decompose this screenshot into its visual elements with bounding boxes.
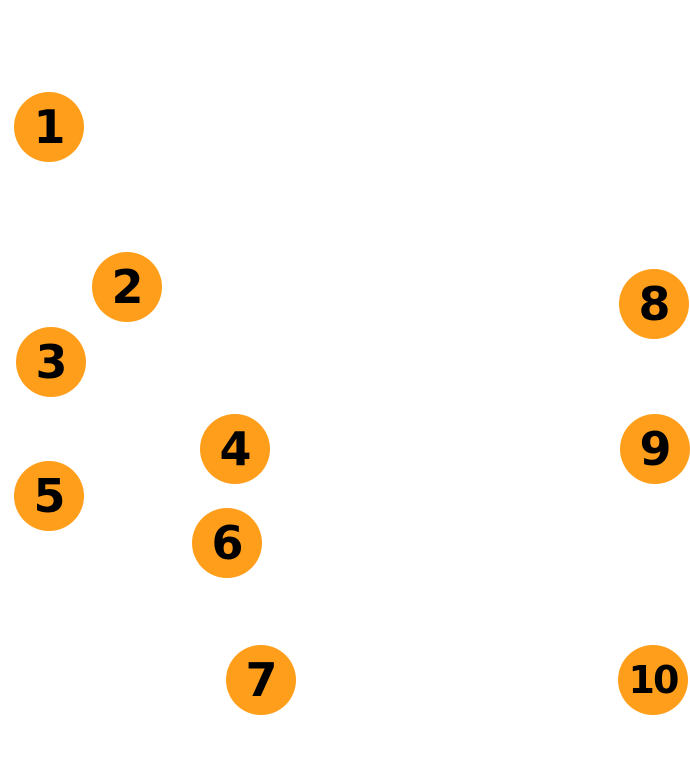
marker-4: 4 bbox=[200, 414, 270, 484]
marker-2-label: 2 bbox=[111, 260, 143, 314]
marker-10: 10 bbox=[618, 645, 688, 715]
marker-7-label: 7 bbox=[245, 653, 277, 707]
marker-3: 3 bbox=[16, 327, 86, 397]
marker-9: 9 bbox=[620, 414, 690, 484]
marker-7: 7 bbox=[226, 645, 296, 715]
marker-9-label: 9 bbox=[639, 422, 671, 476]
marker-4-label: 4 bbox=[219, 422, 251, 476]
marker-10-label: 10 bbox=[628, 658, 680, 702]
marker-2: 2 bbox=[92, 252, 162, 322]
marker-8-label: 8 bbox=[638, 277, 670, 331]
marker-5-label: 5 bbox=[33, 469, 65, 523]
marker-6-label: 6 bbox=[211, 516, 243, 570]
marker-3-label: 3 bbox=[35, 335, 67, 389]
marker-1: 1 bbox=[14, 92, 84, 162]
marker-6: 6 bbox=[192, 508, 262, 578]
marker-5: 5 bbox=[14, 461, 84, 531]
marker-8: 8 bbox=[619, 269, 689, 339]
marker-1-label: 1 bbox=[33, 100, 65, 154]
